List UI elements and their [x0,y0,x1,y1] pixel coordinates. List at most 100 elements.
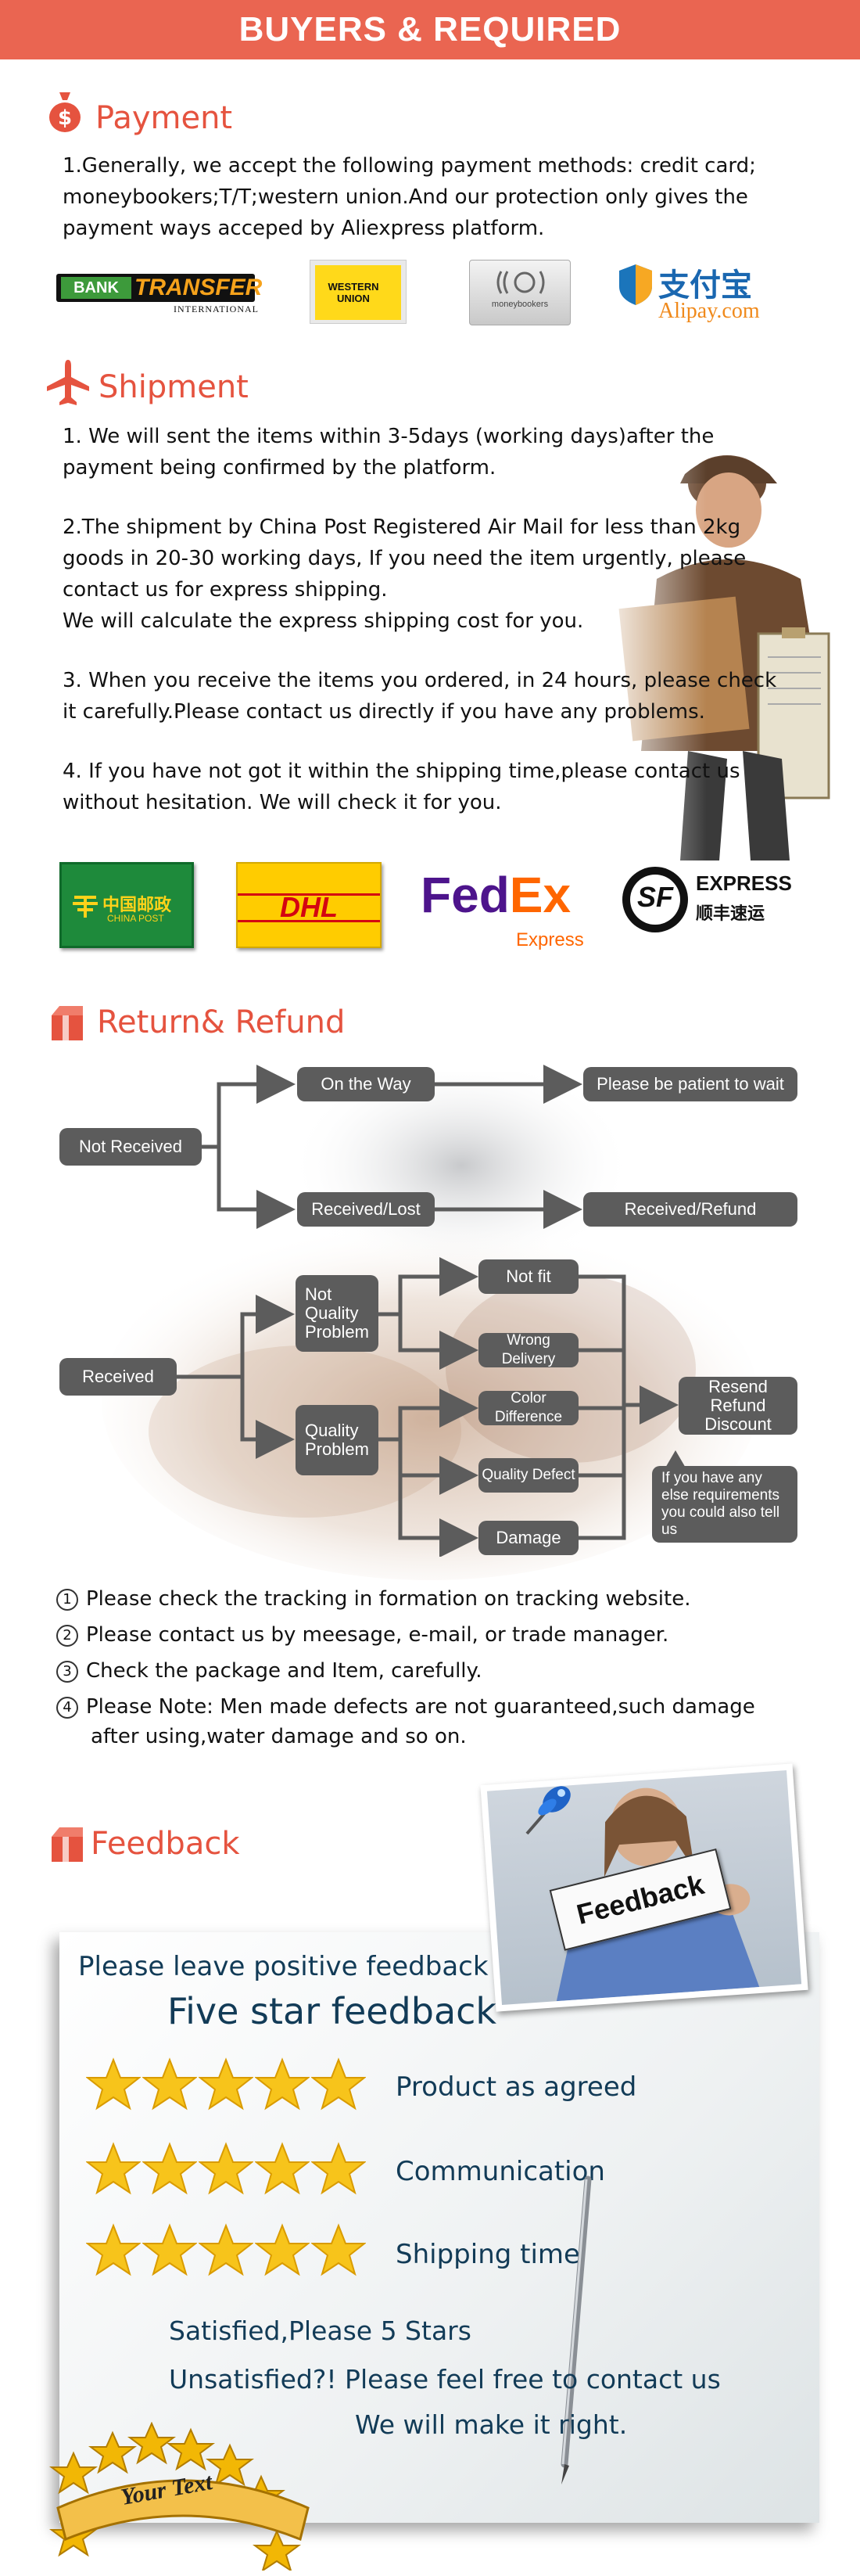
dollar-bag-icon: $ [48,89,81,133]
feedback-five-star-text: Five star feedback [167,1990,497,2032]
box-icon [48,1004,86,1042]
dhl-text: DHL [280,891,338,923]
flow-damage: Damage [478,1521,579,1555]
note-number: 1 [56,1589,78,1611]
alipay-cn-text: 支付宝 [658,268,752,304]
payment-line: 1.Generally, we accept the following pay… [63,154,756,178]
note-text: Check the package and Item, carefully. [86,1659,482,1683]
shipment-title: Shipment [99,369,249,405]
feedback-unsatisfied-text: Unsatisfied?! Please feel free to contac… [169,2364,721,2395]
payment-text: 1.Generally, we accept the following pay… [63,150,844,244]
box-icon [48,1826,86,1863]
delivery-man-image [594,422,844,860]
header-banner [0,0,860,59]
shipment-line: without hesitation. We will check it for… [63,791,502,814]
sf-express-logo: SF EXPRESS 顺丰速运 [622,864,794,936]
note-number: 4 [56,1697,78,1719]
international-logo-text: INTERNATIONAL [174,304,259,314]
refund-title: Return& Refund [97,1004,346,1040]
star-icon [86,2223,141,2276]
flow-color-difference: Color Difference [478,1390,579,1425]
note-number: 2 [56,1625,78,1647]
alipay-en-text: Alipay.com [658,299,760,323]
transfer-logo-text: TRANSFER [134,275,263,300]
fedex-express-text: Express [516,929,584,950]
flow-not-fit: Not fit [478,1259,579,1294]
shipment-line: it carefully.Please contact us directly … [63,700,705,724]
shipment-line: 1. We will sent the items within 3-5days… [63,425,715,448]
feedback-photo: Feedback [480,1763,808,2012]
star-icon [311,2142,366,2195]
fedex-fed-text: Fed [421,867,510,923]
shipment-line: 2.The shipment by China Post Registered … [63,516,741,539]
svg-text:$: $ [58,106,72,130]
note-number: 3 [56,1661,78,1683]
chinapost-en-text: CHINA POST [107,913,164,924]
china-post-logo: 中国邮政 CHINA POST [59,862,194,948]
shipment-line: We will calculate the express shipping c… [63,609,584,633]
flow-received-lost: Received/Lost [297,1192,435,1227]
star-icon [311,2223,366,2276]
refund-note: 1 Please check the tracking in formation … [56,1585,690,1613]
feedback-leave-text: Please leave positive feedback [78,1951,489,1982]
note-text: Please Note: Men made defects are not gu… [86,1695,755,1719]
star-row-label: Communication [396,2156,605,2187]
feedback-satisfied-text: Satisfied,Please 5 Stars [169,2316,471,2346]
shipment-text: 1. We will sent the items within 3-5days… [63,421,844,818]
star-icon [142,2142,197,2195]
airplane-icon [45,358,91,408]
pushpin-icon [516,1776,579,1838]
flow-not-quality-problem: Not Quality Problem [296,1275,378,1352]
sf-cn-text: 顺丰速运 [696,904,765,924]
feedback-panel [59,1932,819,2523]
flow-received-refund: Received/Refund [583,1192,797,1227]
star-icon [199,2142,253,2195]
star-icon [255,2057,310,2111]
payment-title: Payment [95,100,233,136]
bank-transfer-logo: BANK TRANSFER INTERNATIONAL [56,269,263,318]
alipay-logo: 支付宝 Alipay.com [618,260,790,330]
bank-logo-text: BANK [61,277,131,299]
flow-quality-problem: Quality Problem [296,1405,378,1475]
star-icon [199,2057,253,2111]
star-icon [255,2142,310,2195]
flowchart-connectors [176,1065,679,1557]
shipment-line: 4. If you have not got it within the shi… [63,760,740,783]
sf-mark-text: SF [636,881,673,913]
flow-quality-defect: Quality Defect [478,1458,579,1493]
shipment-line: 3. When you receive the items you ordere… [63,669,777,692]
page-title: BUYERS & REQUIRED [238,10,622,49]
note-text: Please contact us by meesage, e-mail, or… [86,1623,669,1647]
star-icon [86,2142,141,2195]
star-icon [311,2057,366,2111]
star-row [86,2223,367,2280]
flow-not-received: Not Received [59,1128,202,1166]
star-icon [199,2223,253,2276]
moneybookers-logo: moneybookers [469,260,571,325]
star-icon [255,2223,310,2276]
fedex-ex-text: Ex [509,867,572,923]
sf-en-text: EXPRESS [696,871,792,895]
union-text: UNION [337,293,370,304]
refund-note: 2 Please contact us by meesage, e-mail, o… [56,1621,668,1649]
pen-image [550,2175,597,2488]
refund-note-continued: after using,water damage and so on. [91,1725,467,1748]
moneybookers-text: moneybookers [491,300,549,309]
flow-wrong-delivery: Wrong Delivery [478,1332,579,1367]
note-text: Please check the tracking in formation o… [86,1587,691,1611]
star-icon [86,2057,141,2111]
flow-on-the-way: On the Way [297,1067,435,1101]
flow-else-requirements: If you have any else requirements you co… [652,1466,797,1543]
star-row [86,2057,367,2114]
shipment-line: goods in 20-30 working days, If you need… [63,547,747,570]
feedback-title: Feedback [91,1826,240,1862]
western-text: WESTERN [328,281,379,293]
payment-line: moneybookers;T/T;western union.And our p… [63,185,748,209]
refund-note: 3 Check the package and Item, carefully. [56,1657,482,1685]
star-icon [142,2223,197,2276]
star-icon [142,2057,197,2111]
refund-note: 4 Please Note: Men made defects are not g… [56,1693,755,1721]
star-row [86,2142,367,2198]
flow-resend: Resend Refund Discount [679,1377,797,1435]
shipment-line: payment being confirmed by the platform. [63,456,496,480]
